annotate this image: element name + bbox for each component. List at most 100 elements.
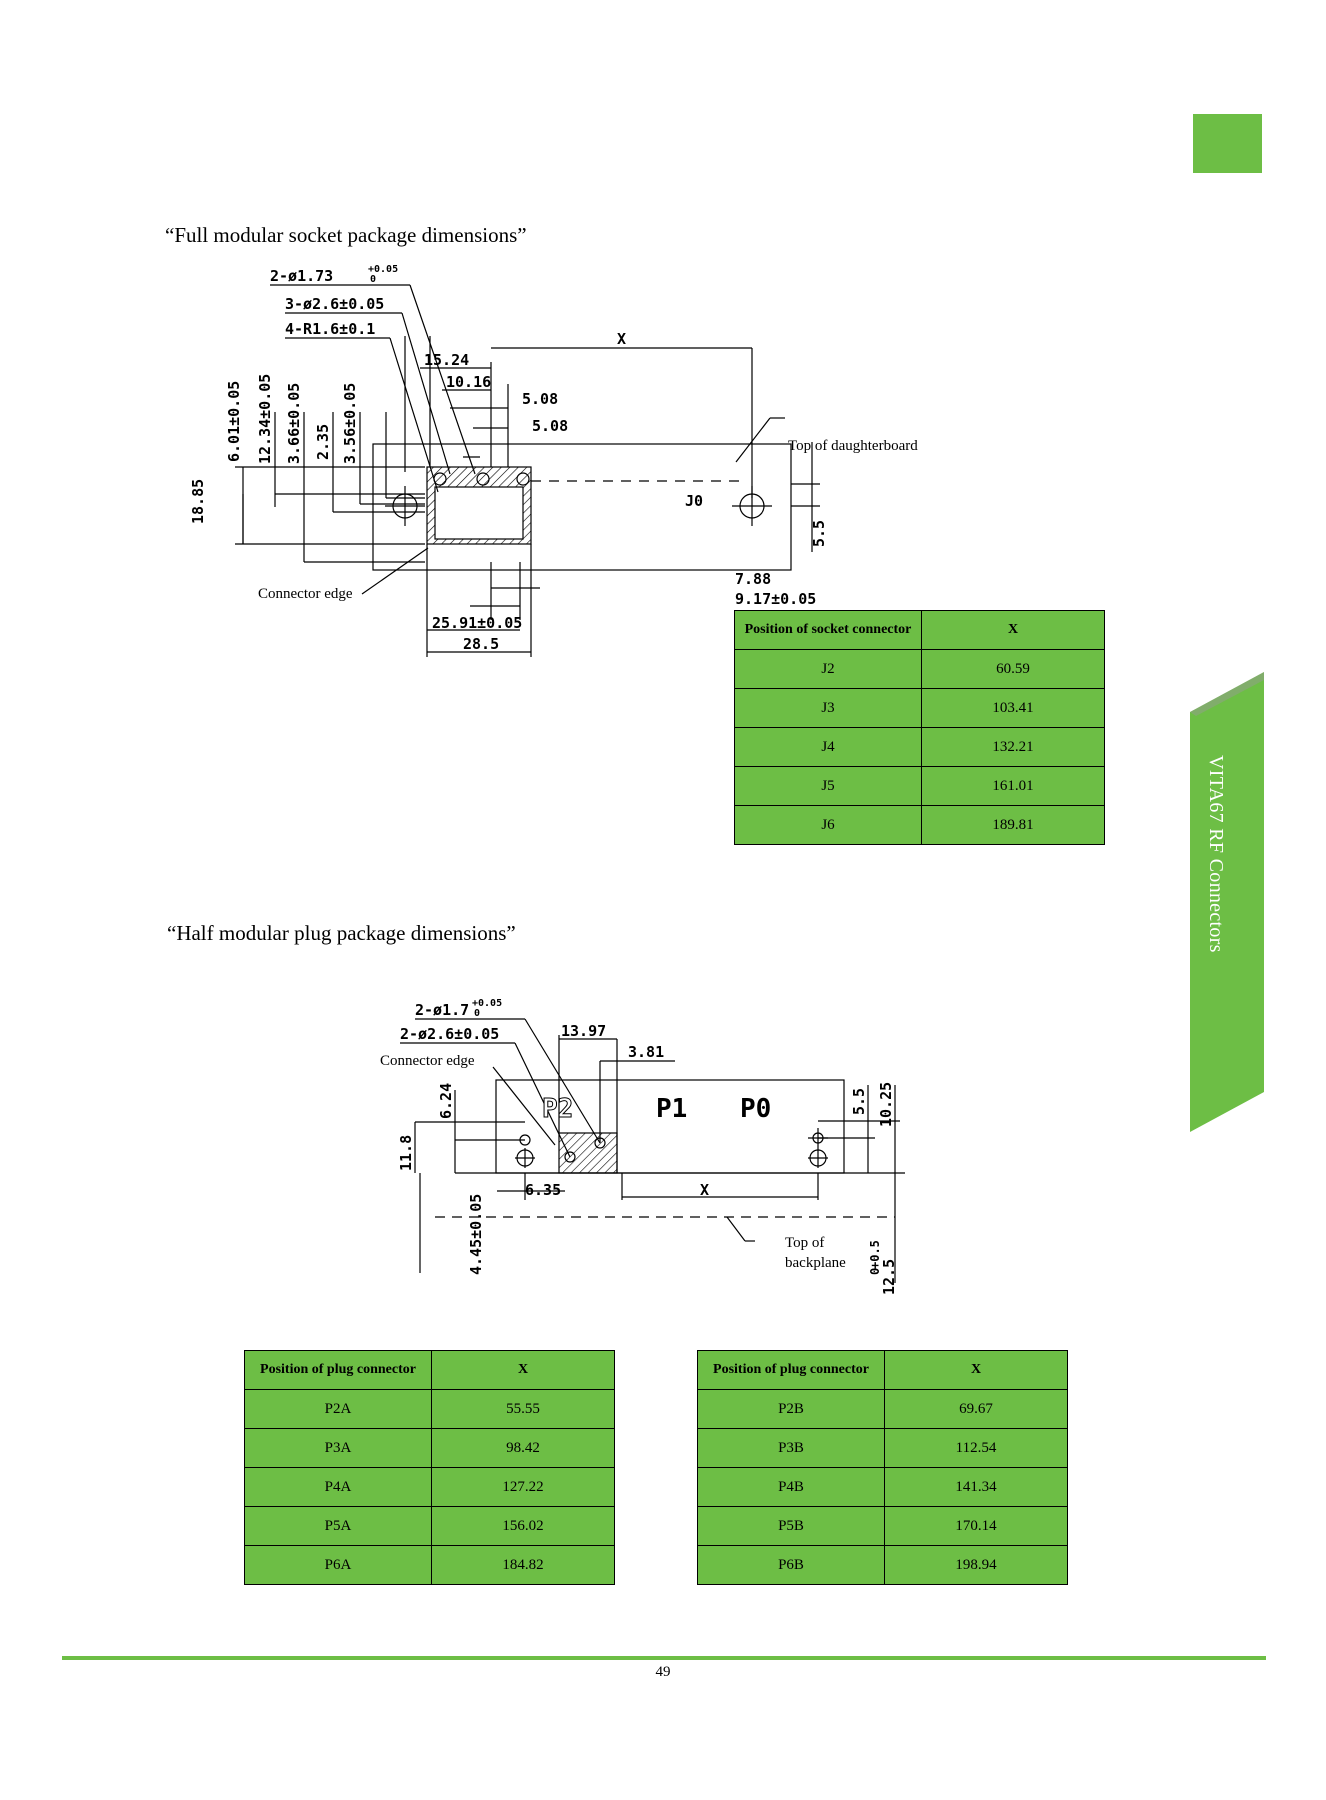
- section-heading-plug: “Half modular plug package dimensions”: [167, 921, 516, 945]
- dim-5-08-b: 5.08: [532, 417, 568, 435]
- footer-divider: [62, 1656, 1266, 1660]
- dim-plug-hole-small-tol-upper: +0.05: [472, 998, 502, 1009]
- table-cell: 156.02: [431, 1506, 615, 1546]
- dim-3-66: 3.66±0.05: [285, 383, 303, 464]
- table-cell: P2B: [697, 1389, 885, 1429]
- corner-accent-block: [1193, 114, 1262, 173]
- side-tab-label: VITA67 RF Connectors: [1205, 755, 1227, 953]
- table-cell: 127.22: [431, 1467, 615, 1507]
- table-cell: P2A: [244, 1389, 432, 1429]
- table-header-x: X: [921, 610, 1105, 650]
- dim-3-56: 3.56±0.05: [341, 383, 359, 464]
- dim-28-5: 28.5: [463, 635, 499, 653]
- table-cell: 170.14: [884, 1506, 1068, 1546]
- dim-x: X: [617, 330, 626, 348]
- table-cell: P6A: [244, 1545, 432, 1585]
- table-cell: 103.41: [921, 688, 1105, 728]
- dim-12-5-tol-lower: 0: [868, 1268, 882, 1275]
- dim-hole-large: 3-ø2.6±0.05: [285, 295, 384, 313]
- table-header-position: Position of plug connector: [244, 1350, 432, 1390]
- label-j0: J0: [685, 492, 703, 510]
- dim-plug-x: X: [700, 1181, 709, 1199]
- section-heading-socket: “Full modular socket package dimensions”: [165, 223, 527, 247]
- table-cell: 141.34: [884, 1467, 1068, 1507]
- table-header-position: Position of plug connector: [697, 1350, 885, 1390]
- dim-5-08-a: 5.08: [522, 390, 558, 408]
- table-cell: P3A: [244, 1428, 432, 1468]
- table-cell: J5: [734, 766, 922, 806]
- dim-hole-small-tol-upper: +0.05: [368, 264, 398, 275]
- dim-3-81: 3.81: [628, 1043, 664, 1061]
- dim-plug-hole-large: 2-ø2.6±0.05: [400, 1025, 499, 1043]
- dim-hole-small: 2-ø1.73: [270, 267, 333, 285]
- table-cell: 112.54: [884, 1428, 1068, 1468]
- dim-12-5-tol-upper: +0.5: [868, 1240, 882, 1269]
- socket-dimension-drawing: 2-ø1.73 +0.05 0 3-ø2.6±0.05 4-R1.6±0.1 1…: [189, 264, 918, 657]
- dim-4-45: 4.45±0.05: [467, 1194, 485, 1275]
- annotation-top-of-daughterboard: Top of daughterboard: [788, 438, 918, 454]
- table-cell: 60.59: [921, 649, 1105, 689]
- dim-hole-small-tol-lower: 0: [370, 274, 376, 285]
- annotation-top-of-backplane-line2: backplane: [785, 1255, 846, 1271]
- dim-12-5: 12.5: [880, 1259, 898, 1295]
- annotation-connector-edge: Connector edge: [258, 586, 353, 602]
- table-cell: P6B: [697, 1545, 885, 1585]
- dim-6-35: 6.35: [525, 1181, 561, 1199]
- dim-15-24: 15.24: [424, 351, 469, 369]
- dim-radius: 4-R1.6±0.1: [285, 320, 375, 338]
- dim-9-17: 9.17±0.05: [735, 590, 816, 608]
- table-cell: J2: [734, 649, 922, 689]
- table-cell: P5B: [697, 1506, 885, 1546]
- table-cell: P5A: [244, 1506, 432, 1546]
- dim-18-85: 18.85: [189, 479, 207, 524]
- side-tab: [1190, 672, 1264, 1132]
- table-cell: P4B: [697, 1467, 885, 1507]
- dim-10-16: 10.16: [446, 373, 491, 391]
- label-p2: P2: [542, 1094, 573, 1124]
- table-header-position: Position of socket connector: [734, 610, 922, 650]
- annotation-plug-connector-edge: Connector edge: [380, 1053, 475, 1069]
- table-cell: P4A: [244, 1467, 432, 1507]
- dim-plug-hole-small-tol-lower: 0: [474, 1008, 480, 1019]
- table-header-x: X: [884, 1350, 1068, 1390]
- dim-plug-5-5: 5.5: [850, 1088, 868, 1115]
- dim-25-91: 25.91±0.05: [432, 614, 522, 632]
- table-cell: J6: [734, 805, 922, 845]
- dim-12-34: 12.34±0.05: [256, 374, 274, 464]
- table-header-x: X: [431, 1350, 615, 1390]
- table-cell: P3B: [697, 1428, 885, 1468]
- dim-7-88: 7.88: [735, 570, 771, 588]
- plug-dimension-drawing: 2-ø1.7 +0.05 0 2-ø2.6±0.05 13.97 3.81 6.…: [380, 998, 905, 1295]
- dim-6-01: 6.01±0.05: [225, 381, 243, 462]
- dim-plug-hole-small: 2-ø1.7: [415, 1001, 469, 1019]
- page-number: 49: [655, 1664, 671, 1680]
- label-p1: P1: [656, 1094, 687, 1124]
- table-cell: 198.94: [884, 1545, 1068, 1585]
- table-cell: 161.01: [921, 766, 1105, 806]
- table-cell: 189.81: [921, 805, 1105, 845]
- dim-13-97: 13.97: [561, 1022, 606, 1040]
- table-cell: J3: [734, 688, 922, 728]
- dim-5-5: 5.5: [810, 520, 828, 547]
- dim-10-25: 10.25: [877, 1082, 895, 1127]
- table-cell: 69.67: [884, 1389, 1068, 1429]
- table-cell: 132.21: [921, 727, 1105, 767]
- dim-11-8: 11.8: [397, 1135, 415, 1171]
